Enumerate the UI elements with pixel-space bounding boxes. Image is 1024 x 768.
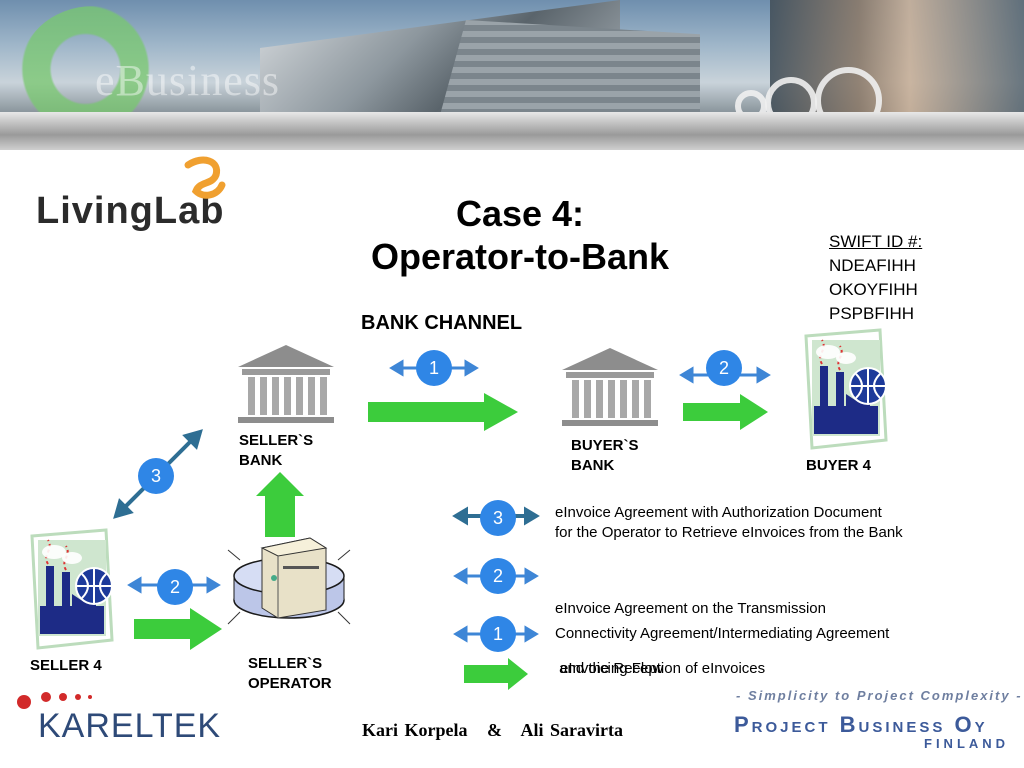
banner-text: eBusiness <box>95 56 280 105</box>
legend-item-2: eInvoice Agreement on the Transmission a… <box>555 600 826 677</box>
pbo-country: FINLAND <box>924 736 1010 751</box>
title-line-1: Case 4: <box>455 193 585 234</box>
flow-arrow <box>368 393 518 431</box>
swift-ids: SWIFT ID #: NDEAFIHH OKOYFIHH PSPBFIHH <box>829 230 922 326</box>
legend-flow: eInvoicing Flow <box>560 660 664 677</box>
bank-channel-label: BANK CHANNEL <box>361 312 523 334</box>
sellers-bank-label: SELLER`S BANK <box>239 432 314 469</box>
sellers-bank-icon <box>238 345 334 423</box>
kareltek-logo: KARELTEK <box>38 707 222 745</box>
badge-2: 2 <box>718 358 729 378</box>
swift-id: PSPBFIHH <box>829 304 915 323</box>
badge-3: 3 <box>150 466 161 486</box>
livinglab-mark-icon <box>184 156 226 199</box>
buyers-bank-icon <box>562 348 658 426</box>
page-title: Case 4: Operator-to-Bank <box>310 192 730 278</box>
header-banner: eBusiness <box>0 0 1024 150</box>
swift-heading: SWIFT ID #: <box>829 232 923 251</box>
pbo-tagline: - Simplicity to Project Complexity - <box>736 688 1023 703</box>
banner-band <box>0 112 1024 150</box>
buyer-label: BUYER 4 <box>806 457 872 474</box>
pbo-logo: Project Business Oy <box>734 712 988 737</box>
legend-item-3: eInvoice Agreement with Authorization Do… <box>555 504 903 541</box>
swift-id: OKOYFIHH <box>829 280 918 299</box>
buyer-factory-icon <box>804 328 888 450</box>
legend-item-1: Connectivity Agreement/Intermediating Ag… <box>555 625 890 642</box>
badge-circles <box>138 350 742 652</box>
kareltek-dots-icon <box>17 692 92 709</box>
legend-badge-3: 3 <box>492 508 503 528</box>
seller-factory-icon <box>30 528 114 650</box>
server-icon <box>227 537 351 625</box>
title-line-2: Operator-to-Bank <box>370 236 670 277</box>
livinglab-logo: LivingLab <box>36 190 225 232</box>
badge-1: 1 <box>428 358 439 378</box>
legend-badge-2: 2 <box>492 566 503 586</box>
badge-2: 2 <box>169 577 180 597</box>
seller-label: SELLER 4 <box>30 657 102 674</box>
legend-badge-1: 1 <box>492 624 503 644</box>
flow-arrow <box>134 608 222 650</box>
flow-arrow <box>683 394 768 430</box>
authors: Kari Korpela & Ali Saravirta <box>362 720 623 740</box>
building-facade-image <box>440 20 700 115</box>
swift-id: NDEAFIHH <box>829 256 916 275</box>
operator-label: SELLER`S OPERATOR <box>248 655 332 692</box>
legend-flow-arrow <box>464 658 528 690</box>
flow-arrow <box>256 472 304 537</box>
buyers-bank-label: BUYER`S BANK <box>571 437 639 474</box>
